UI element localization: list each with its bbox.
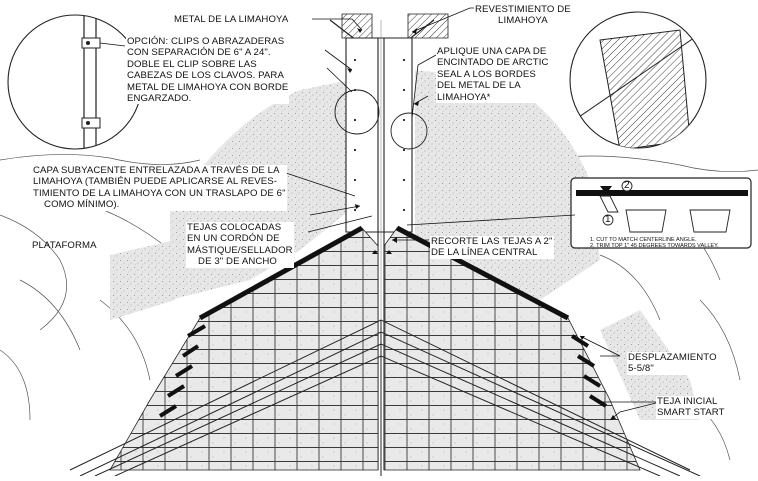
leader-arrowheads: [347, 28, 616, 420]
shingles-right: [383, 225, 641, 471]
shingles-left: [109, 225, 379, 471]
label-arctic-seal: APLIQUE UNA CAPA DE ENCINTADO DE ARCTIC …: [436, 46, 550, 104]
label-underlayment: CAPA SUBYACENTE ENTRELAZADA A TRAVÉS DE …: [32, 165, 287, 211]
callout-2: 2: [624, 180, 630, 191]
valley-metal: [334, 20, 428, 470]
label-clips-option: OPCIÓN: CLIPS O ABRAZADERAS CON SEPARACI…: [126, 36, 290, 105]
label-offset: DESPLAZAMIENTO 5-5/8": [627, 352, 718, 375]
label-valley-lining: REVESTIMIENTO DE LIMAHOYA: [474, 4, 572, 27]
label-valley-metal: METAL DE LA LIMAHOYA: [173, 14, 290, 26]
label-shingles-bead: TEJAS COLOCADAS EN UN CORDÓN DE MÁSTIQUE…: [186, 222, 294, 268]
fascia-boards: [69, 319, 701, 477]
detail-circle-left: [7, 14, 143, 150]
detail-inset: [570, 177, 752, 249]
callout-1: 1: [605, 214, 611, 225]
detail-circle-right: [569, 11, 707, 149]
inset-note-2: 2. TRIM TOP 1" 45 DEGREES TOWARDS VALLEY…: [590, 243, 719, 249]
label-deck: PLATAFORMA: [32, 240, 97, 251]
label-trim-shingles: RECORTE LAS TEJAS A 2" DE LA LÍNEA CENTR…: [430, 236, 554, 259]
cut-markers: [372, 250, 392, 254]
valley-lining: [329, 13, 449, 61]
label-starter: TEJA INICIAL SMART START: [656, 396, 726, 419]
inset-note-1: 1. CUT TO MATCH CENTERLINE ANGLE.: [590, 237, 697, 243]
